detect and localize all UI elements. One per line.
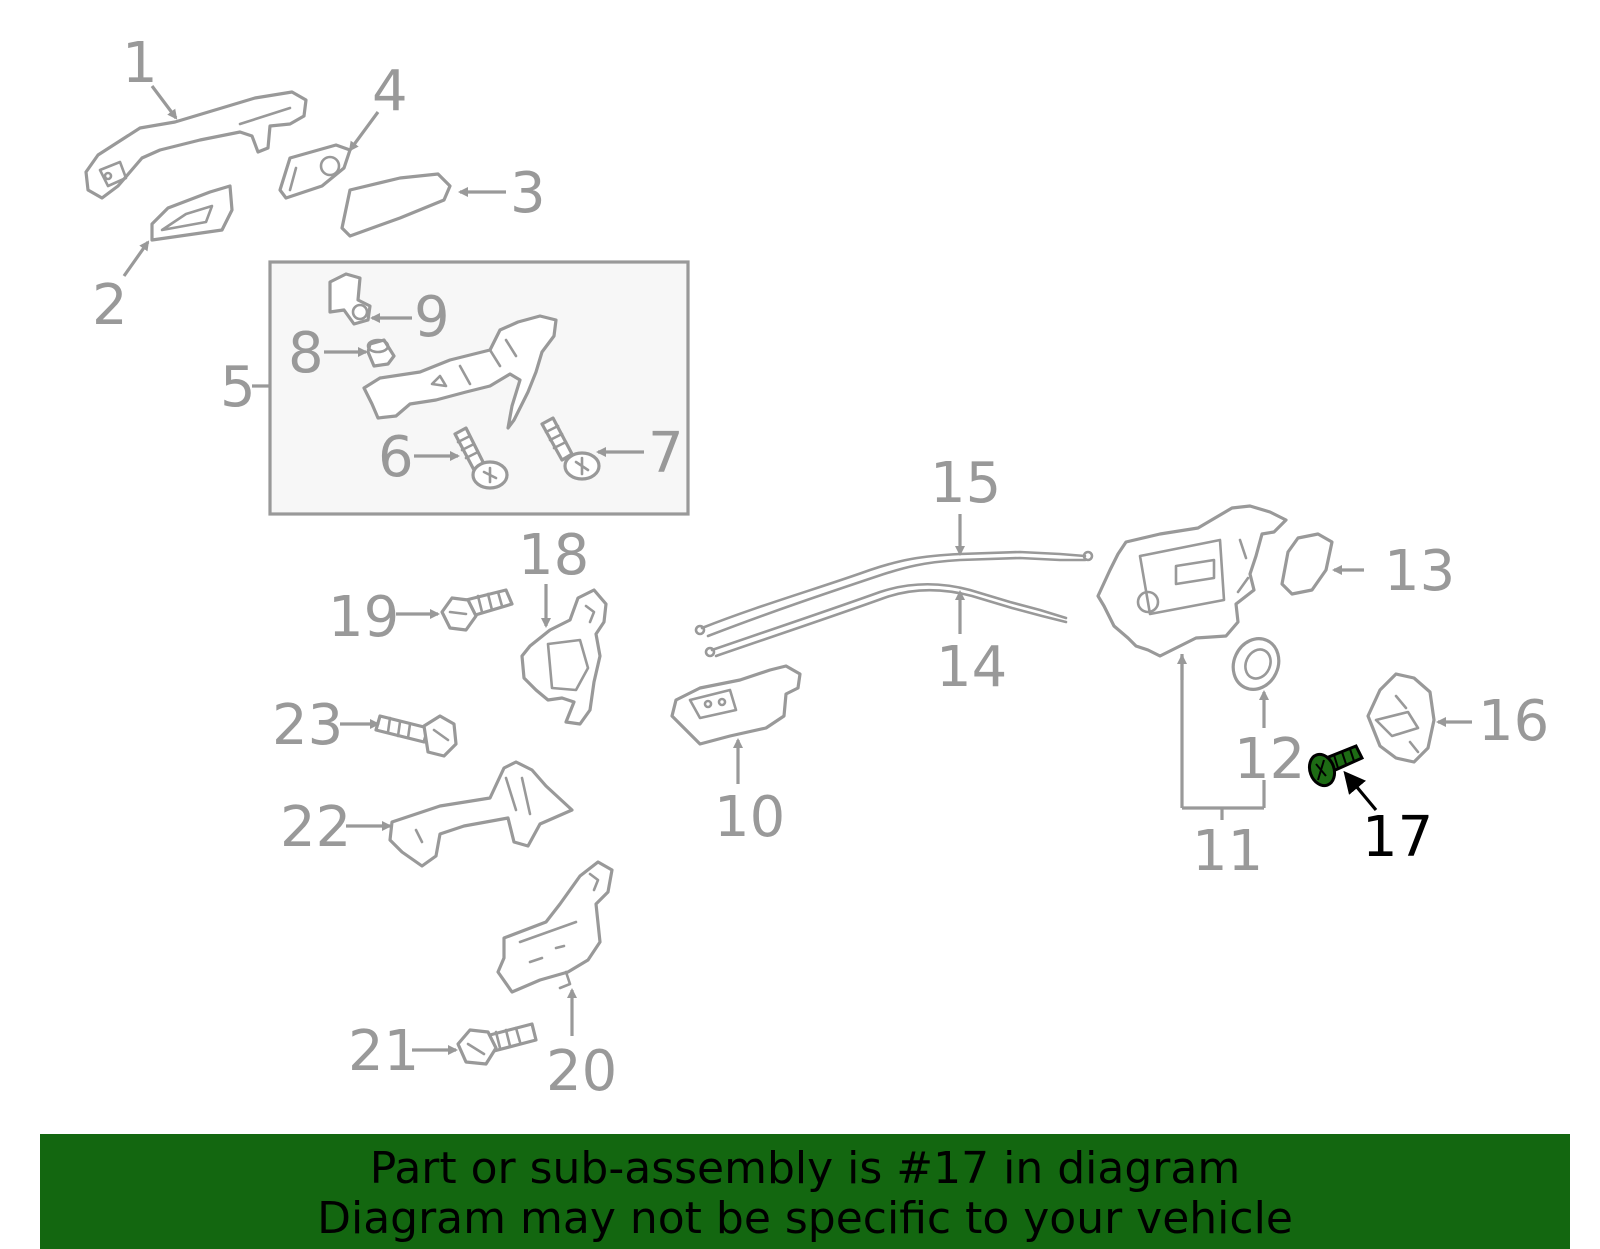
info-banner: Part or sub-assembly is #17 in diagram D… [40,1134,1570,1249]
callout-23: 23 [272,693,343,758]
callout-18: 18 [518,523,589,588]
banner-line-2: Diagram may not be specific to your vehi… [317,1193,1293,1244]
part-20-hinge[interactable] [496,860,614,994]
leader-lines [122,85,1472,1055]
part-22-door-check[interactable] [388,760,574,868]
callout-labels: 1 2 3 4 5 6 7 8 9 10 11 12 13 14 15 16 1… [92,31,1549,1104]
part-16-striker[interactable] [1366,672,1436,764]
callout-22: 22 [280,795,351,860]
callout-13: 13 [1384,539,1455,604]
part-13-cover[interactable] [1280,532,1334,596]
part-17-screw-highlighted[interactable] [1305,744,1365,789]
callout-2: 2 [92,273,128,338]
callout-7: 7 [648,421,684,486]
callout-4: 4 [372,59,408,124]
part-21-bolt[interactable] [456,1022,538,1066]
part-4-cap[interactable] [278,143,352,200]
callout-3: 3 [510,161,546,226]
part-14-cable[interactable] [704,582,1068,658]
callout-6: 6 [378,425,414,490]
callout-21: 21 [348,1019,419,1084]
part-11-door-lock[interactable] [1096,504,1288,658]
part-9-clip[interactable] [328,272,372,326]
callout-11: 11 [1192,819,1263,884]
callout-12: 12 [1234,727,1305,792]
callout-5: 5 [220,355,256,420]
callout-15: 15 [930,451,1001,516]
part-12-seal[interactable] [1225,631,1287,697]
part-3-cover[interactable] [340,172,452,238]
part-10-inside-handle[interactable] [670,664,802,746]
part-19-bolt[interactable] [440,588,514,632]
callout-16: 16 [1478,689,1549,754]
callout-1: 1 [122,31,158,96]
callout-8: 8 [288,321,324,386]
part-18-bracket[interactable] [520,588,608,726]
callout-14: 14 [936,635,1007,700]
part-2-handle-pad[interactable] [150,184,234,242]
callout-9: 9 [414,285,450,350]
callout-17-highlighted: 17 [1362,805,1433,870]
part-6-screw[interactable] [453,426,509,490]
part-15-cable[interactable] [694,550,1094,638]
part-1-outside-handle[interactable] [84,90,308,200]
part-23-bolt[interactable] [374,714,458,758]
callout-10: 10 [714,785,785,850]
part-7-screw[interactable] [540,416,601,481]
banner-line-1: Part or sub-assembly is #17 in diagram [369,1143,1241,1194]
part-8-bushing[interactable] [366,338,396,368]
part-5-frame[interactable] [362,314,558,430]
callout-19: 19 [328,585,399,650]
callout-20: 20 [546,1039,617,1104]
